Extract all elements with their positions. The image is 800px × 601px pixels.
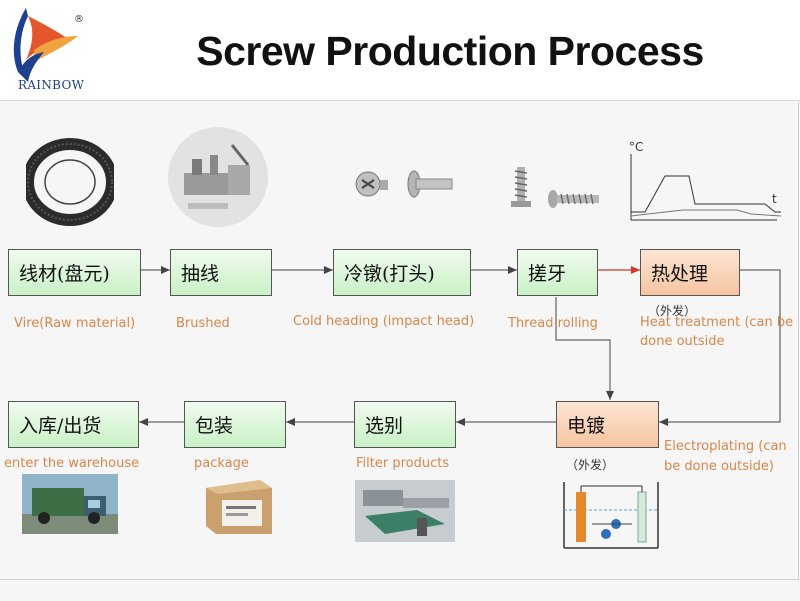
step-wire-rod-label: 线材(盘元) xyxy=(19,263,110,285)
step-electroplating-caption-line1: Electroplating (can xyxy=(664,439,787,454)
step-thread-rolling: 搓牙 xyxy=(517,249,598,296)
step-wire-rod-caption: Vire(Raw material) xyxy=(14,316,136,331)
step-sorting-caption: Filter products xyxy=(356,456,450,471)
process-panel-frame xyxy=(0,102,799,580)
truck-image xyxy=(22,474,118,534)
electroplating-tank-diagram xyxy=(562,480,662,550)
wire-coil-image xyxy=(22,138,118,226)
step-packaging-caption: package xyxy=(194,456,249,471)
step-heat-treatment-label: 热处理 xyxy=(651,263,709,285)
heat-treatment-graph: °C t xyxy=(625,140,790,222)
step-warehouse: 入库/出货 xyxy=(8,401,139,448)
threaded-screws-image xyxy=(505,165,605,215)
step-packaging: 包装 xyxy=(184,401,286,448)
logo-text: RAINBOW xyxy=(18,78,85,92)
graph-x-unit: t xyxy=(772,192,777,206)
graph-y-unit: °C xyxy=(629,140,644,154)
rainbow-logo: ® RAINBOW xyxy=(4,2,100,98)
logo-registered-mark: ® xyxy=(74,14,84,25)
step-heat-treatment-caption-line2: done outside xyxy=(640,334,725,349)
step-thread-rolling-label: 搓牙 xyxy=(528,263,567,285)
drawing-machine-image xyxy=(166,125,270,229)
step-electroplating: 电镀 xyxy=(556,401,659,448)
step-drawing: 抽线 xyxy=(170,249,272,296)
step-electroplating-caption-line2: be done outside) xyxy=(664,459,774,474)
page-title: Screw Production Process xyxy=(196,28,704,74)
step-warehouse-label: 入库/出货 xyxy=(19,415,102,437)
step-heat-treatment: 热处理 xyxy=(640,249,740,296)
cold-headed-screw-blanks-image xyxy=(350,162,460,207)
sorting-machine-image xyxy=(355,480,455,542)
step-cold-heading: 冷镦(打头) xyxy=(333,249,471,296)
step-drawing-caption: Brushed xyxy=(176,316,230,331)
step-drawing-label: 抽线 xyxy=(181,263,220,285)
step-cold-heading-caption: Cold heading (impact head) xyxy=(293,314,475,329)
step-electroplating-outsource-note: （外发） xyxy=(566,458,615,472)
step-heat-treatment-outsource-note: （外发） xyxy=(648,304,697,318)
step-sorting-label: 选别 xyxy=(365,415,404,437)
step-cold-heading-label: 冷镦(打头) xyxy=(344,263,435,285)
rainbow-logo-icon xyxy=(13,8,78,82)
step-electroplating-label: 电镀 xyxy=(567,415,606,437)
step-warehouse-caption: enter the warehouse xyxy=(4,456,140,471)
step-sorting: 选别 xyxy=(354,401,456,448)
package-box-image xyxy=(204,478,274,536)
step-heat-treatment-caption-line1: Heat treatment (can be xyxy=(640,315,794,330)
step-wire-rod: 线材(盘元) xyxy=(8,249,141,296)
step-packaging-label: 包装 xyxy=(195,415,234,437)
step-thread-rolling-caption: Thread rolling xyxy=(508,316,598,331)
